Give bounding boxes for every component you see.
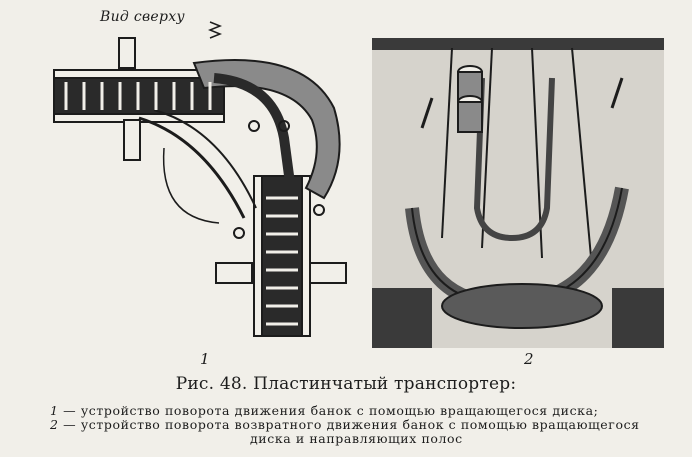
legend-marker: 1	[50, 403, 59, 418]
legend-text: — устройство поворота движения банок с п…	[63, 403, 599, 418]
part-1-number: 1	[200, 350, 210, 368]
part-2-number: 2	[524, 350, 534, 368]
legend-marker: 2	[50, 417, 59, 432]
figure-2-perspective-drawing	[372, 38, 664, 348]
legend-item-2-continuation: диска и направляющих полос	[50, 432, 670, 446]
figure-1-top-view-drawing	[44, 8, 354, 348]
figure-2-svg	[372, 38, 664, 348]
figure-1-svg	[53, 21, 347, 337]
figure-caption: Рис. 48. Пластинчатый транспортер:	[175, 374, 517, 394]
legend-text: — устройство поворота возвратного движен…	[63, 417, 640, 432]
legend-text: диска и направляющих полос	[250, 431, 463, 446]
legend-item-2: 2 — устройство поворота возвратного движ…	[50, 418, 670, 432]
legend-item-1: 1 — устройство поворота движения банок с…	[50, 404, 670, 418]
view-label: Вид сверху	[100, 9, 185, 25]
figure-legend: 1 — устройство поворота движения банок с…	[50, 404, 670, 446]
